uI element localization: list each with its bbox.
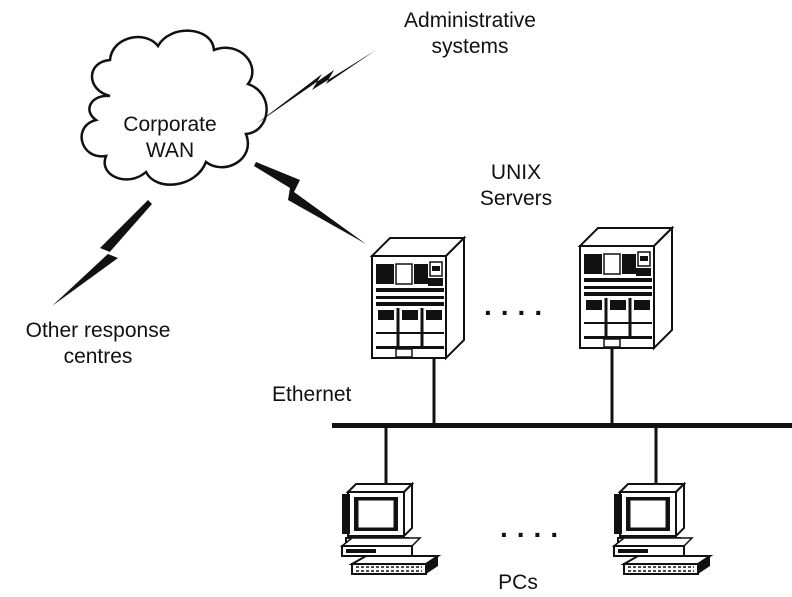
wan-label: Corporate WAN xyxy=(110,112,230,164)
servers-label-line1: UNIX xyxy=(490,161,542,184)
wan-label-line2: WAN xyxy=(145,139,195,162)
admin-label-line1: Administrative xyxy=(404,9,536,32)
other-centres-label: Other response centres xyxy=(0,318,196,370)
admin-wan-link xyxy=(256,50,376,124)
servers-label-line2: Servers xyxy=(479,187,553,210)
ethernet-line xyxy=(332,423,792,428)
admin-label: Administrative systems xyxy=(370,8,570,60)
wan-label-line1: Corporate xyxy=(123,113,217,136)
pcs-ellipsis: .... xyxy=(500,512,568,543)
cloud-icon xyxy=(80,29,268,186)
servers-ellipsis: .... xyxy=(484,290,552,321)
other-centres-label-line1: Other response xyxy=(25,319,171,342)
server-icon xyxy=(370,236,466,360)
server-wan-link xyxy=(254,162,366,244)
servers-label: UNIX Servers xyxy=(466,160,566,212)
other-centres-label-line2: centres xyxy=(63,345,133,368)
pc-icon xyxy=(613,483,711,575)
pc-icon xyxy=(341,483,439,575)
pcs-label: PCs xyxy=(498,571,538,594)
ethernet-label: Ethernet xyxy=(272,383,352,406)
server-icon xyxy=(578,226,674,350)
other-centres-wan-link xyxy=(52,200,152,306)
admin-label-line2: systems xyxy=(431,35,509,58)
